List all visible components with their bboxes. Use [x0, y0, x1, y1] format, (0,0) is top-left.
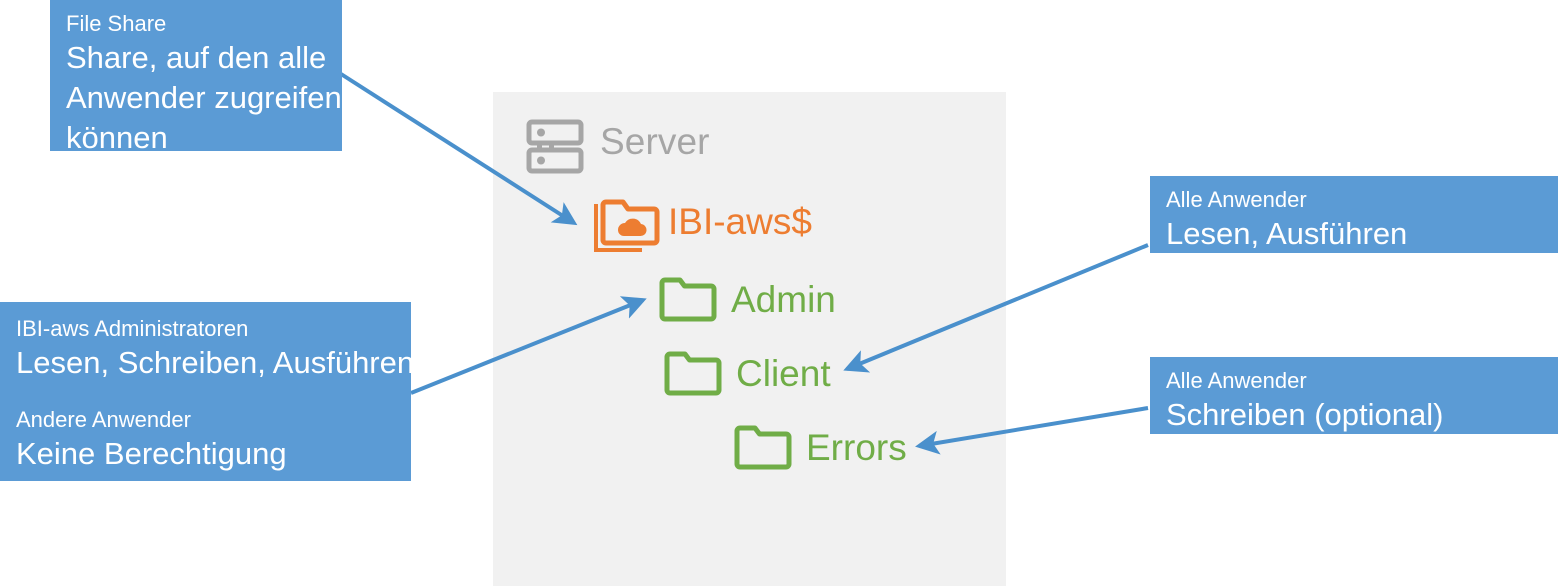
folder-icon-errors: [734, 423, 792, 471]
callout-read-heading: Alle Anwender: [1166, 187, 1307, 212]
share-label: IBI-aws$: [668, 201, 812, 242]
folder-icon-admin: [659, 275, 717, 323]
callout-admin-spacer: [16, 383, 411, 405]
callout-admin-heading-2: Andere Anwender: [16, 407, 191, 432]
callout-write-heading: Alle Anwender: [1166, 368, 1307, 393]
callout-file-share-line3: können: [66, 120, 168, 155]
folder-label-errors: Errors: [806, 427, 907, 468]
callout-file-share-line1: Share, auf den alle: [66, 40, 327, 75]
callout-write-body: Schreiben (optional): [1166, 397, 1444, 432]
callout-admin-heading-1: IBI-aws Administratoren: [16, 316, 249, 341]
server-rack-icon: [526, 117, 584, 175]
folder-label-client: Client: [736, 353, 831, 394]
callout-file-share-heading: File Share: [66, 11, 167, 36]
callout-file-share-line2: Anwender zugreifen: [66, 80, 342, 115]
callout-file-share: File Share Share, auf den alle Anwender …: [50, 0, 342, 155]
folder-icon-client: [664, 349, 722, 397]
shared-cloud-folder-icon: [591, 194, 661, 256]
callout-admin-body-1: Lesen, Schreiben, Ausführen: [16, 345, 415, 380]
server-label: Server: [600, 121, 710, 162]
callout-admin-permissions: IBI-aws Administratoren Lesen, Schreiben…: [0, 302, 415, 481]
callout-write-optional: Alle Anwender Schreiben (optional): [1150, 357, 1558, 434]
callout-read-execute: Alle Anwender Lesen, Ausführen: [1150, 176, 1558, 253]
callout-read-body: Lesen, Ausführen: [1166, 216, 1408, 251]
folder-label-admin: Admin: [731, 279, 836, 320]
callout-admin-body-2: Keine Berechtigung: [16, 436, 287, 471]
